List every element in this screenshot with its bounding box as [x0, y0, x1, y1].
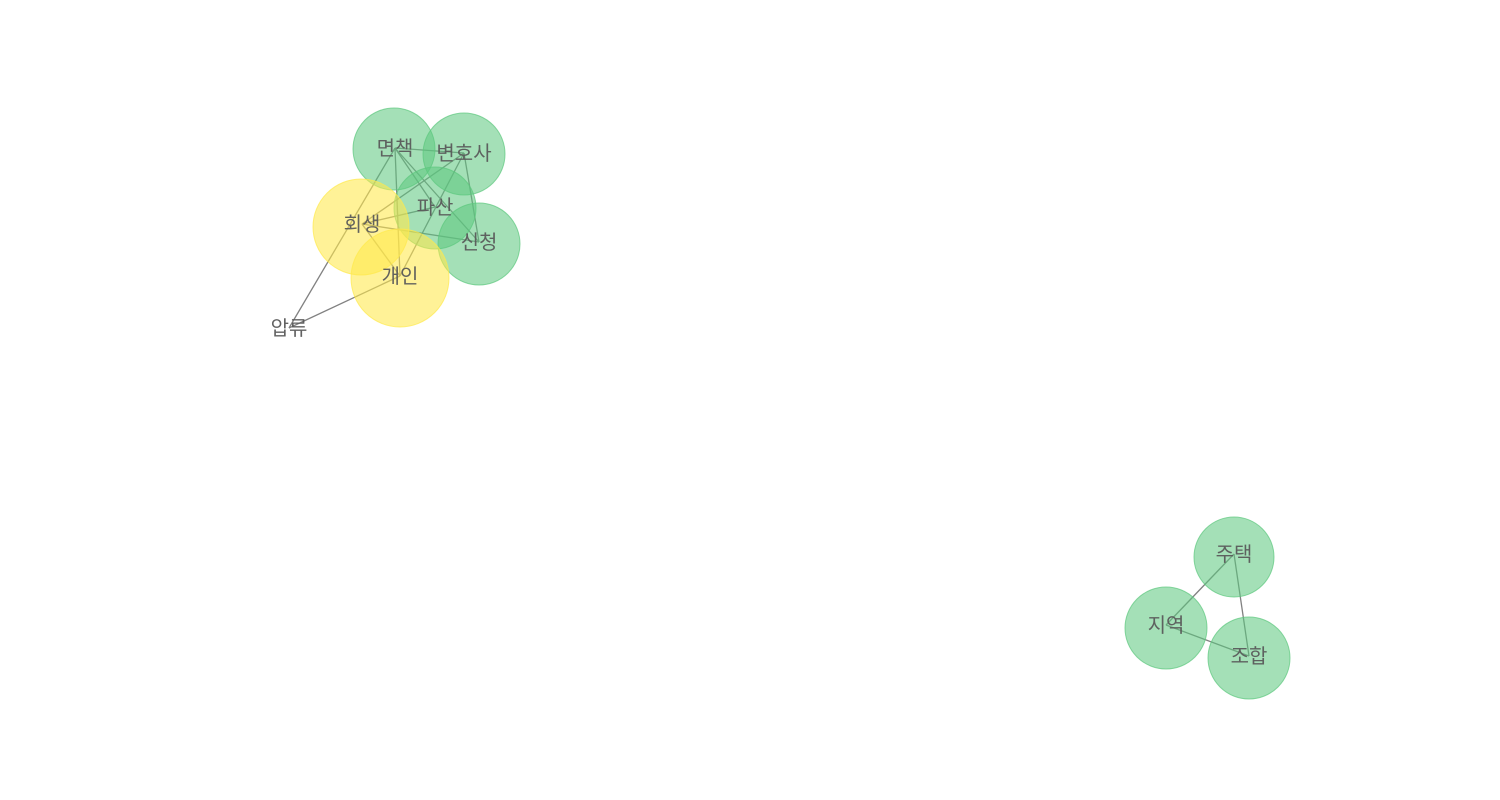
node-label-8: 지역 [1148, 613, 1185, 637]
node-circle-3 [437, 202, 521, 286]
node-label-7: 주택 [1216, 542, 1253, 566]
node-label-3: 신청 [461, 230, 498, 254]
node-label-6: 압류 [271, 316, 308, 340]
node-circle-7 [1193, 516, 1275, 598]
node-label-5: 개인 [382, 264, 419, 288]
node-label-9: 조합 [1231, 644, 1268, 668]
node-label-4: 회생 [344, 212, 381, 236]
node-label-0: 면책 [377, 136, 414, 160]
nodes-layer [312, 107, 1291, 700]
node-circle-8 [1124, 586, 1208, 670]
node-circle-9 [1207, 616, 1291, 700]
node-circle-5 [350, 228, 450, 328]
node-label-2: 파산 [417, 195, 454, 219]
node-label-1: 변호사 [436, 141, 491, 165]
